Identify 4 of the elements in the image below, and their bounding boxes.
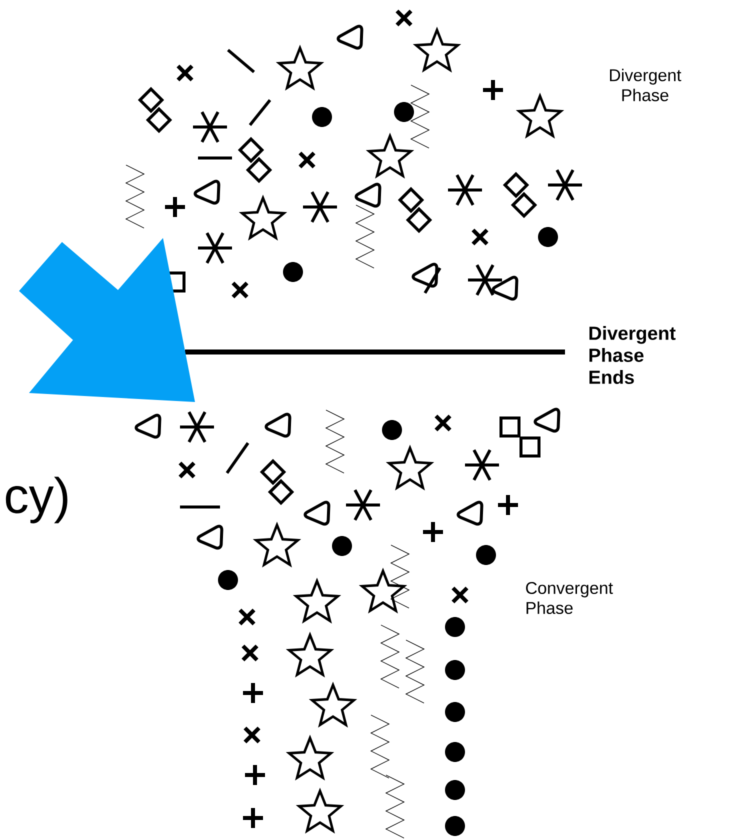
phase-label: Divergent Phase Ends bbox=[589, 326, 676, 384]
phase-label: Convergent Phase bbox=[526, 582, 613, 614]
cropped-text: cy) bbox=[6, 476, 68, 524]
phase-label: Divergent Phase bbox=[610, 68, 682, 102]
